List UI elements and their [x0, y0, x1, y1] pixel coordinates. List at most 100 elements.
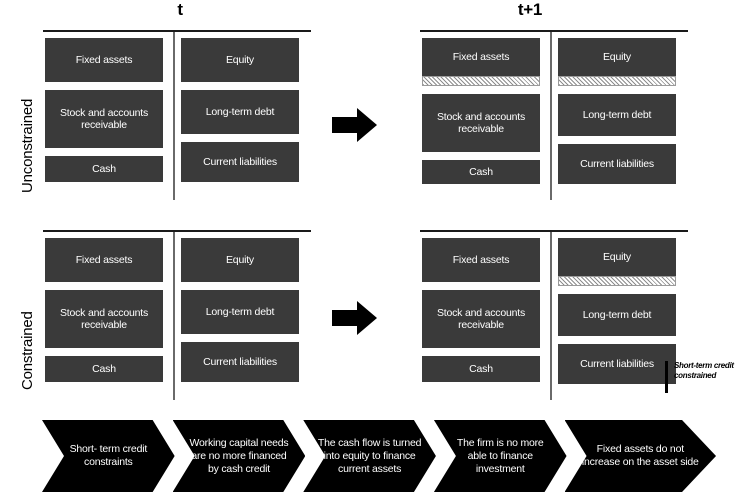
panel-divider-rule [173, 232, 175, 400]
balance-sheet-box-label: Stock and accounts receivable [436, 110, 526, 136]
balance-sheet-item: Fixed assets [422, 238, 540, 282]
balance-sheet-box-label: Equity [226, 253, 254, 266]
process-flow-step-label: Fixed assets do not increase on the asse… [581, 443, 699, 468]
balance-sheet-box-label: Cash [92, 162, 116, 175]
balance-sheet-item: Equity [181, 238, 299, 282]
balance-sheet-item: Cash [422, 356, 540, 382]
balance-sheet-box-label: Long-term debt [205, 305, 275, 318]
balance-sheet-item: Current liabilities [181, 142, 299, 182]
balance-sheet-item: Long-term debt [558, 294, 676, 336]
balance-sheet-box: Cash [422, 160, 540, 184]
balance-sheet-box: Fixed assets [45, 238, 163, 282]
short-term-credit-annotation: Short-term credit constrained [665, 361, 756, 393]
balance-sheet-item: Cash [45, 156, 163, 182]
balance-sheet-item: Stock and accounts receivable [45, 290, 163, 348]
right-arrow-icon [332, 300, 378, 336]
balance-sheet-item: Fixed assets [45, 38, 163, 82]
right-arrow-icon [332, 107, 378, 143]
balance-sheet-item: Equity [181, 38, 299, 82]
period-heading-t-plus-1: t+1 [517, 0, 543, 19]
balance-sheet-box: Long-term debt [181, 90, 299, 134]
balance-sheet-box-label: Current liabilities [203, 355, 277, 368]
process-flow-step: The firm is no more able to finance inve… [434, 420, 567, 492]
balance-sheet-box: Stock and accounts receivable [45, 290, 163, 348]
process-flow-step-label: The firm is no more able to finance inve… [456, 436, 544, 475]
short-term-credit-annotation-label: Short-term credit constrained [674, 361, 734, 380]
balance-sheet-box-label: Fixed assets [452, 253, 510, 266]
balance-sheet-item: Current liabilities [181, 342, 299, 382]
process-flow-step-label: The cash flow is turned into equity to f… [317, 436, 422, 475]
balance-sheet-box-label: Current liabilities [203, 155, 277, 168]
balance-sheet-box-label: Stock and accounts receivable [436, 306, 526, 332]
balance-sheet-box-label: Long-term debt [582, 308, 652, 321]
balance-sheet-box: Stock and accounts receivable [45, 90, 163, 148]
balance-sheet-item: Current liabilities [558, 144, 676, 184]
balance-sheet-box-label: Stock and accounts receivable [59, 306, 149, 332]
balance-sheet-box-label: Fixed assets [75, 253, 133, 266]
balance-sheet-item: Fixed assets [45, 238, 163, 282]
balance-sheet-item: Current liabilities [558, 344, 676, 384]
balance-sheet-box: Equity [181, 238, 299, 282]
balance-sheet-box: Equity [181, 38, 299, 82]
process-flow-step: Fixed assets do not increase on the asse… [565, 420, 716, 492]
balance-sheet-box: Stock and accounts receivable [422, 290, 540, 348]
balance-sheet-box: Equity [558, 238, 676, 276]
panel-top-rule [43, 230, 311, 232]
panel-divider-rule [550, 232, 552, 400]
balance-sheet-box: Long-term debt [558, 94, 676, 136]
balance-sheet-item: Cash [422, 160, 540, 184]
balance-sheet-box-label: Cash [92, 362, 116, 375]
balance-sheet-item: Stock and accounts receivable [422, 94, 540, 152]
process-flow-step: The cash flow is turned into equity to f… [303, 420, 436, 492]
balance-sheet-box: Long-term debt [558, 294, 676, 336]
balance-sheet-item: Equity [558, 38, 676, 86]
process-flow-step-label: Short- term credit constraints [69, 443, 148, 468]
balance-sheet-box: Cash [45, 356, 163, 382]
balance-sheet-box: Current liabilities [181, 142, 299, 182]
balance-sheet-box-label: Equity [603, 50, 631, 63]
balance-sheet-box: Stock and accounts receivable [422, 94, 540, 152]
balance-sheet-box-label: Cash [469, 362, 493, 375]
process-flow-step: Working capital needs are no more financ… [173, 420, 306, 492]
balance-sheet-item: Stock and accounts receivable [422, 290, 540, 348]
process-flow-banner: Short- term credit constraints Working ca… [42, 420, 714, 492]
growth-hatch-band [558, 276, 676, 286]
balance-sheet-box: Current liabilities [558, 144, 676, 184]
growth-hatch-band [558, 76, 676, 86]
panel-top-rule [420, 30, 688, 32]
process-flow-step: Short- term credit constraints [42, 420, 175, 492]
panel-top-rule [420, 230, 688, 232]
balance-sheet-box: Current liabilities [558, 344, 676, 384]
balance-sheet-box: Cash [422, 356, 540, 382]
balance-sheet-box: Fixed assets [422, 238, 540, 282]
balance-sheet-box-label: Fixed assets [452, 50, 510, 63]
process-flow-step-label: Working capital needs are no more financ… [189, 436, 289, 475]
balance-sheet-box: Current liabilities [181, 342, 299, 382]
balance-sheet-item: Long-term debt [558, 94, 676, 136]
balance-sheet-box: Long-term debt [181, 290, 299, 334]
balance-sheet-item: Long-term debt [181, 90, 299, 134]
balance-sheet-box: Fixed assets [422, 38, 540, 76]
balance-sheet-item: Stock and accounts receivable [45, 90, 163, 148]
balance-sheet-box-label: Cash [469, 165, 493, 178]
balance-sheet-box: Cash [45, 156, 163, 182]
balance-sheet-item: Cash [45, 356, 163, 382]
balance-sheet-box-label: Current liabilities [580, 157, 654, 170]
panel-top-rule [43, 30, 311, 32]
balance-sheet-item: Fixed assets [422, 38, 540, 86]
balance-sheet-item: Long-term debt [181, 290, 299, 334]
balance-sheet-box-label: Current liabilities [580, 357, 654, 370]
panel-divider-rule [173, 32, 175, 200]
period-heading-t: t [177, 0, 183, 19]
